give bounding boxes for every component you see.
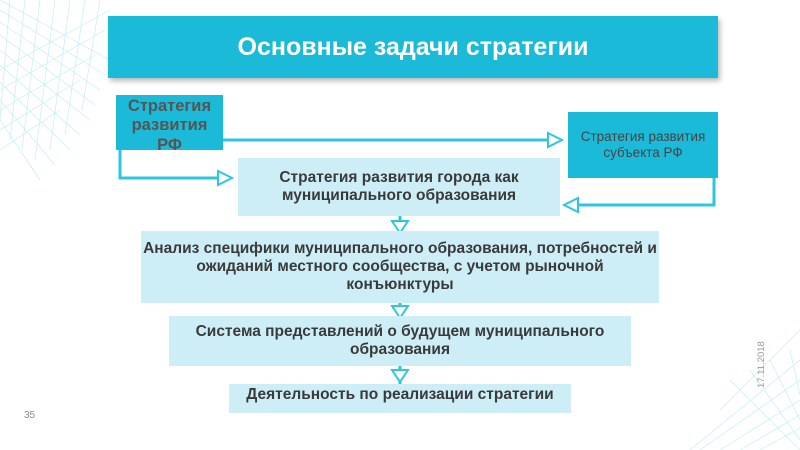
box-city-strategy: Стратегия развития города как муниципаль… [238,158,560,216]
box-rf-line3: РФ [157,135,182,154]
box-rf-line1: Стратегия [127,97,212,115]
slide-date: 17.11.2018 [756,341,767,388]
box-rf-strategy: Стратегия развития РФ [116,95,223,154]
box-activity: Деятельность по реализации стратегии [229,384,571,413]
slide-title: Основные задачи стратегии [108,16,718,78]
box-system: Система представлений о будущем муниципа… [169,316,631,366]
box-rf-line2: развития [131,116,208,135]
box-subject-strategy: Стратегия развития субъекта РФ [568,112,718,178]
slide-number: 35 [24,410,36,421]
box-analysis: Анализ специфики муниципального образова… [141,231,659,303]
